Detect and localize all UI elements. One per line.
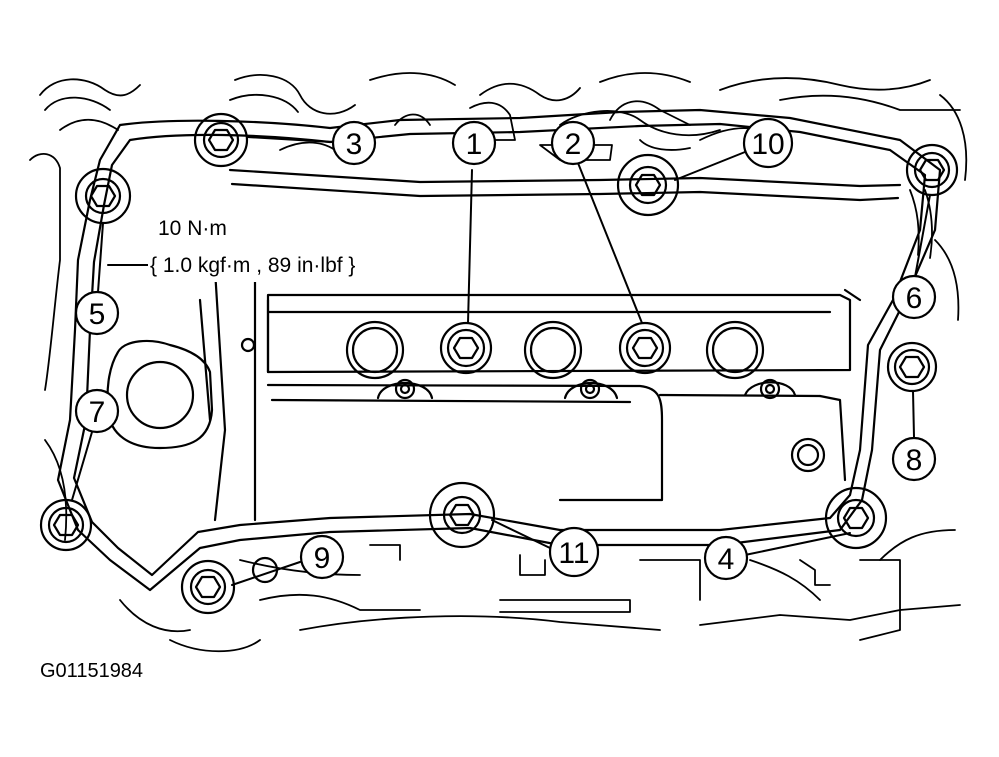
- callout-6: 6: [891, 274, 937, 320]
- bolt-7: [39, 498, 93, 552]
- svg-text:2: 2: [565, 128, 582, 161]
- svg-text:11: 11: [558, 537, 589, 570]
- bolts: [39, 112, 959, 615]
- callout-1: 1: [451, 120, 497, 166]
- mount-bosses: [240, 337, 826, 584]
- svg-text:6: 6: [906, 282, 923, 315]
- callout-9: 9: [299, 534, 345, 580]
- svg-text:1: 1: [466, 128, 483, 161]
- callout-5: 5: [74, 290, 120, 336]
- torque-spec-line1: 10 N·m: [158, 217, 227, 240]
- callout-11: 11: [548, 526, 600, 578]
- callout-3: 3: [331, 120, 377, 166]
- cylinder-head-cover-outline: [56, 108, 942, 592]
- svg-text:3: 3: [346, 128, 363, 161]
- leader-lines: [71, 136, 931, 586]
- bolt-10: [616, 153, 680, 217]
- svg-text:5: 5: [89, 298, 106, 331]
- torque-spec-line2: { 1.0 kgf·m , 89 in·lbf }: [150, 254, 355, 277]
- svg-text:10: 10: [751, 128, 784, 161]
- svg-text:8: 8: [906, 444, 923, 477]
- callout-10: 10: [742, 117, 794, 169]
- bolt-3: [193, 112, 249, 168]
- oil-filler-cap: [106, 339, 214, 450]
- callout-8: 8: [891, 436, 937, 482]
- callouts: 1 2 3 4 5 6 7 8 9 10 11: [74, 117, 937, 581]
- bolt-9: [180, 559, 236, 615]
- figure-id: G01151984: [40, 660, 144, 682]
- svg-text:9: 9: [314, 542, 331, 575]
- spark-plug-holes: [345, 320, 765, 380]
- bolt-2: [618, 321, 672, 375]
- bolt-4: [824, 486, 888, 550]
- bolt-8: [886, 341, 938, 393]
- bolt-1: [439, 321, 493, 375]
- callout-2: 2: [550, 120, 596, 166]
- svg-text:7: 7: [89, 396, 106, 429]
- callout-7: 7: [74, 388, 120, 434]
- callout-4: 4: [703, 535, 749, 581]
- svg-text:4: 4: [718, 543, 735, 576]
- torque-spec: 10 N·m { 1.0 kgf·m , 89 in·lbf }: [148, 212, 438, 282]
- bolt-11: [428, 481, 496, 549]
- engine-background-contours: [29, 72, 968, 653]
- bolt-6: [905, 143, 959, 197]
